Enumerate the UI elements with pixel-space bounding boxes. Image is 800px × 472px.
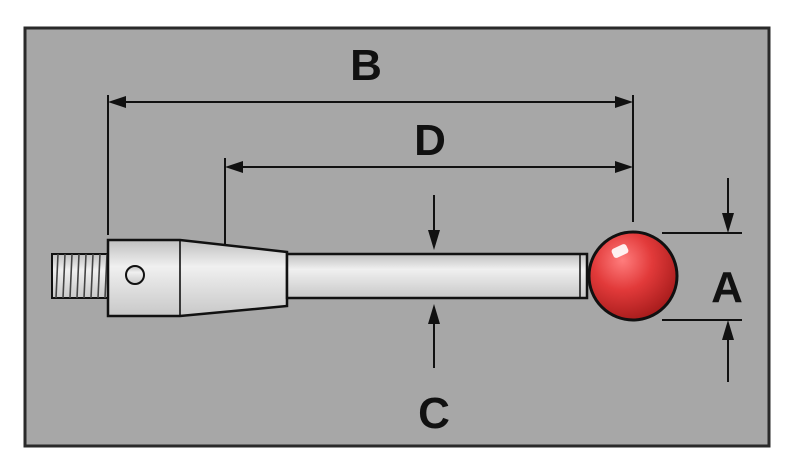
dimension-c-arrows [428,195,440,368]
dimension-d-line [225,161,633,173]
wrench-hole [125,265,145,285]
dimension-b-label: B [350,41,382,90]
dimension-d-label: D [414,116,446,165]
extension-lines [107,95,742,321]
diagram-panel [23,26,771,448]
thread [51,253,113,299]
stylus [51,230,679,322]
stylus-stem [285,252,589,300]
dimension-c-label: C [418,389,450,438]
ball-highlight [611,244,629,258]
dimension-a-label: A [711,263,743,312]
ruby-ball [587,230,679,322]
dimension-a-arrows [722,178,734,382]
dimension-b-line [108,96,633,108]
